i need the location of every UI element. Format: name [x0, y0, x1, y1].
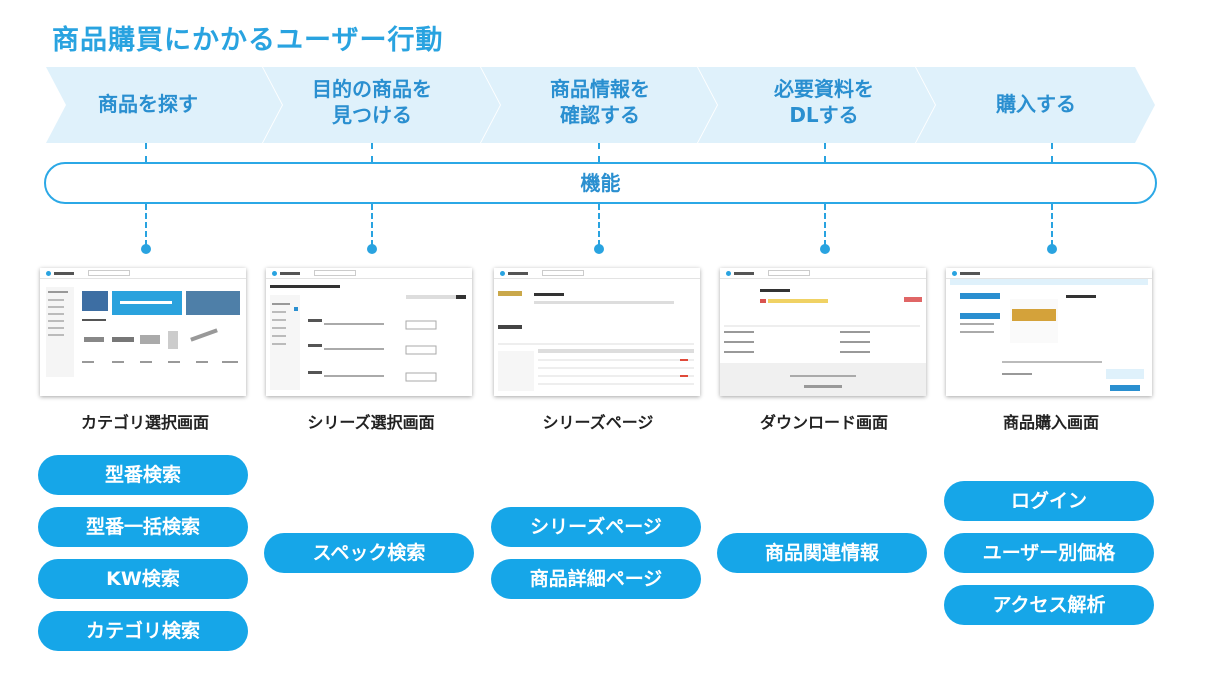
screen-label-download: ダウンロード画面: [759, 413, 888, 432]
connector-dot-5: [1047, 244, 1057, 254]
connector-dot-1: [141, 244, 151, 254]
feature-user-pricing: ユーザー別価格: [944, 533, 1154, 573]
connector-bottom-2: [371, 204, 373, 246]
step-label-3: 商品情報を確認する: [550, 77, 650, 127]
step-label-1: 商品を探す: [98, 92, 198, 116]
screen-label-series-page: シリーズページ: [542, 413, 654, 432]
feature-login: ログイン: [944, 481, 1154, 521]
step-label-5: 購入する: [996, 92, 1076, 116]
screen-label-category-selection: カテゴリ選択画面: [80, 413, 209, 432]
connector-dot-4: [820, 244, 830, 254]
feature-band: 機能: [44, 162, 1157, 204]
feature-product-detail-page: 商品詳細ページ: [491, 559, 701, 599]
screen-label-series-selection: シリーズ選択画面: [307, 413, 435, 432]
connector-bottom-5: [1051, 204, 1053, 246]
screenshot-series-selection: [266, 268, 472, 396]
screenshot-category-selection: [40, 268, 246, 396]
step-arrow-3: [481, 67, 717, 143]
connector-bottom-3: [598, 204, 600, 246]
step-arrow-5: [916, 67, 1155, 143]
step-arrow-1: [46, 67, 282, 143]
connector-top-4: [824, 143, 826, 162]
connector-bottom-4: [824, 204, 826, 246]
connector-bottom-1: [145, 204, 147, 246]
screenshot-purchase: [946, 268, 1152, 396]
connector-top-3: [598, 143, 600, 162]
feature-model-number-search: 型番検索: [38, 455, 248, 495]
step-arrow-2: [263, 67, 500, 143]
feature-access-analytics: アクセス解析: [944, 585, 1154, 625]
connector-dot-2: [367, 244, 377, 254]
page-title: 商品購買にかかるユーザー行動: [52, 25, 444, 56]
screenshot-series-page: [494, 268, 700, 396]
step-label-2: 目的の商品を見つける: [312, 77, 432, 127]
screenshot-download: [720, 268, 926, 396]
feature-category-search: カテゴリ検索: [38, 611, 248, 651]
connector-top-5: [1051, 143, 1053, 162]
feature-keyword-search: KW検索: [38, 559, 248, 599]
screen-label-purchase: 商品購入画面: [1002, 413, 1099, 432]
step-arrow-4: [698, 67, 935, 143]
connector-top-1: [145, 143, 147, 162]
connector-top-2: [371, 143, 373, 162]
feature-related-info: 商品関連情報: [717, 533, 927, 573]
feature-spec-search: スペック検索: [264, 533, 474, 573]
connector-dot-3: [594, 244, 604, 254]
feature-series-page: シリーズページ: [491, 507, 701, 547]
feature-bulk-model-search: 型番一括検索: [38, 507, 248, 547]
